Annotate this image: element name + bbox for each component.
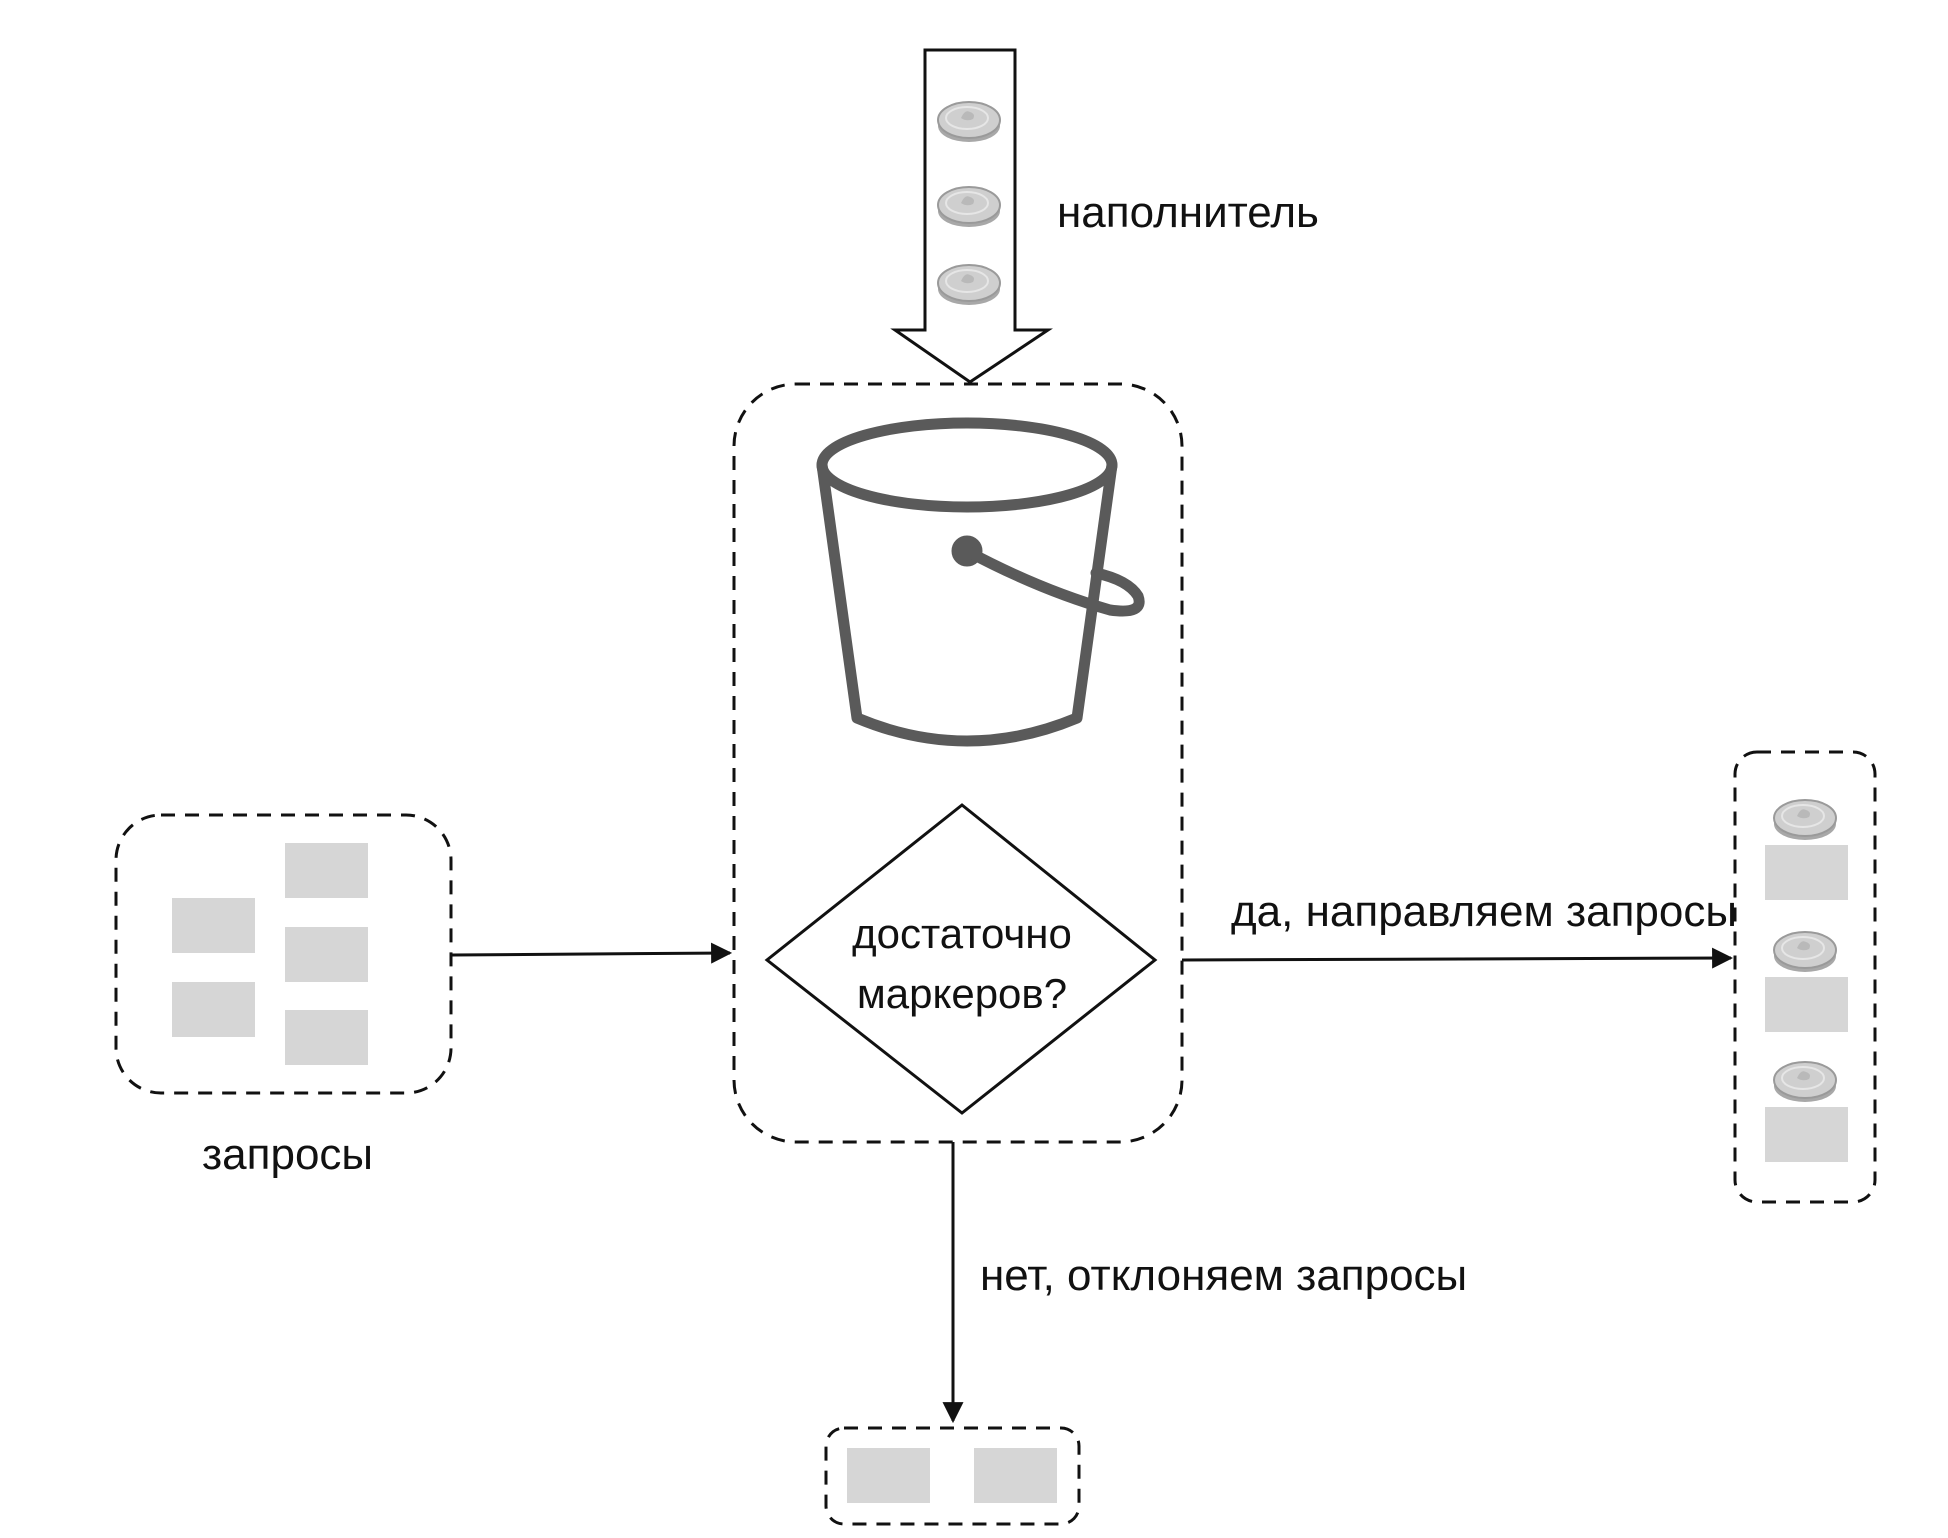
incoming-arrow <box>451 942 733 964</box>
yes-branch-label: да, направляем запросы <box>1231 887 1737 936</box>
request-block <box>1765 845 1848 900</box>
incoming-requests-group <box>114 813 453 1095</box>
request-block <box>1765 977 1848 1032</box>
token-coin-icon <box>937 264 1001 306</box>
bucket-icon <box>816 417 1145 747</box>
token-coin-icon <box>1773 1061 1837 1103</box>
token-coin-icon <box>937 101 1001 143</box>
filler-label: наполнитель <box>1057 188 1319 237</box>
no-branch-label: нет, отклоняем запросы <box>980 1251 1467 1300</box>
request-block <box>285 927 368 982</box>
request-block <box>847 1448 930 1503</box>
token-coin-icon <box>1773 799 1837 841</box>
decision-question-line1: достаточно <box>852 910 1072 957</box>
requests-label: запросы <box>202 1130 373 1179</box>
request-block <box>172 898 255 953</box>
decision-question-line2: маркеров? <box>857 970 1067 1017</box>
forward-arrow <box>1181 947 1734 969</box>
rejected-request-blocks <box>847 1448 1057 1503</box>
rejected-requests-group <box>824 1426 1081 1526</box>
token-coin-icon <box>937 186 1001 228</box>
decision-diamond <box>764 803 1158 1115</box>
token-coin-icon <box>1773 931 1837 973</box>
forwarded-requests-group <box>1733 750 1877 1204</box>
incoming-request-blocks <box>172 843 368 1065</box>
forwarded-request-items <box>1765 799 1848 1162</box>
filler-arrow <box>890 48 1053 384</box>
request-block <box>1765 1107 1848 1162</box>
request-block <box>172 982 255 1037</box>
request-block <box>974 1448 1057 1503</box>
request-block <box>285 1010 368 1065</box>
request-block <box>285 843 368 898</box>
